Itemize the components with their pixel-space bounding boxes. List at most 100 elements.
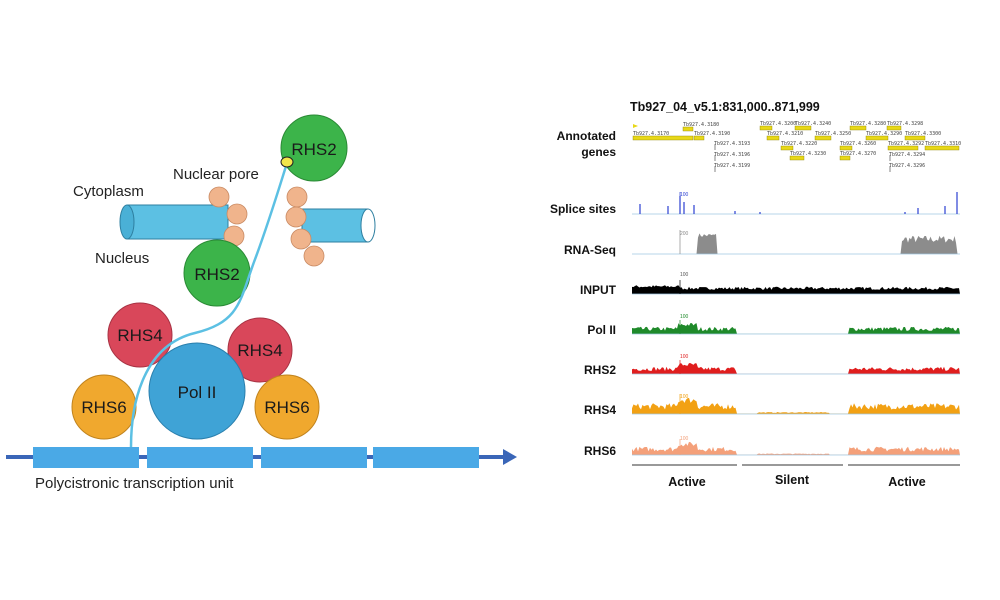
gene-feature[interactable]: Tb927.4.3193 — [714, 141, 750, 150]
nuclear-envelope-right — [301, 208, 376, 243]
gene-label: Tb927.4.3220 — [781, 141, 817, 147]
scale-label-rhs4: 100 — [680, 394, 689, 400]
gene-label: Tb927.4.3196 — [714, 152, 750, 158]
rhs4-right-circle — [227, 317, 293, 383]
dna-arrowhead — [503, 449, 517, 465]
input-track — [632, 280, 960, 295]
track-label-splice: Splice sites — [550, 202, 616, 216]
input-signal — [632, 285, 960, 294]
ptu-label: Polycistronic transcription unit — [35, 475, 234, 492]
gene-label: Tb927.4.3170 — [633, 131, 669, 137]
rhs2-signal — [632, 363, 960, 374]
pol2-label: Pol II — [178, 383, 217, 402]
rhs6-right-circle — [254, 374, 320, 440]
model-diagram: Polycistronic transcription unit Cytopla… — [6, 114, 517, 492]
region-label-active-right: Active — [888, 475, 926, 489]
rhs4-signal — [632, 397, 960, 414]
gene-feature[interactable]: Tb927.4.3170 — [632, 131, 694, 141]
gene-feature[interactable]: Tb927.4.3190 — [693, 131, 730, 141]
gene-feature[interactable]: Tb927.4.3199 — [714, 163, 750, 172]
gene-label: Tb927.4.3240 — [795, 121, 831, 127]
nuclear-pore-marker — [280, 156, 294, 168]
gene-feature[interactable]: Tb927.4.3296 — [889, 163, 925, 172]
gene-feature[interactable]: Tb927.4.3196 — [714, 152, 750, 161]
track-label-rhs6: RHS6 — [584, 444, 616, 458]
cytoplasm-label: Cytoplasm — [73, 183, 144, 200]
gene-block — [261, 447, 367, 468]
rhs6-left-label: RHS6 — [81, 398, 126, 417]
gene-feature[interactable]: Tb927.4.3290 — [865, 131, 902, 141]
gene-feature[interactable]: Tb927.4.3240 — [794, 121, 831, 131]
rhs2-track — [632, 360, 960, 375]
gene-label: Tb927.4.3296 — [889, 163, 925, 169]
gene-feature[interactable]: Tb927.4.3180 — [682, 122, 719, 132]
rhs6-track — [632, 439, 960, 456]
rhs6-right-label: RHS6 — [264, 398, 309, 417]
scale-label-rnaseq: 200 — [680, 231, 689, 237]
rhs4-right-label: RHS4 — [237, 341, 282, 360]
nucleus-label: Nucleus — [95, 250, 149, 267]
gene-feature[interactable]: Tb927.4.3298 — [886, 121, 923, 131]
gene-label: Tb927.4.3292 — [888, 141, 924, 147]
gene-label: Tb927.4.3294 — [889, 152, 925, 158]
gene-label: Tb927.4.3250 — [815, 131, 851, 137]
browser-title: Tb927_04_v5.1:831,000..871,999 — [630, 100, 820, 114]
track-label-input: INPUT — [580, 283, 617, 297]
scale-label-splice: 100 — [680, 192, 689, 198]
gene-feature[interactable]: Tb927.4.3220 — [780, 141, 817, 151]
gene-label: Tb927.4.3270 — [840, 151, 876, 157]
track-label-rhs4: RHS4 — [584, 403, 616, 417]
gene-feature[interactable]: Tb927.4.3292 — [887, 141, 924, 151]
rnaseq-track — [632, 230, 960, 255]
scale-label-rhs6: 100 — [680, 436, 689, 442]
gene-feature[interactable]: Tb927.4.3300 — [904, 131, 941, 141]
rhs2-mid-label: RHS2 — [194, 265, 239, 284]
track-label-pol2: Pol II — [587, 323, 616, 337]
splice-sites-track — [632, 192, 960, 215]
rhs4-track — [632, 394, 960, 415]
gene-label: Tb927.4.3298 — [887, 121, 923, 127]
gene-block — [33, 447, 139, 468]
scale-label-pol2: 100 — [680, 314, 689, 320]
track-label-rnaseq: RNA-Seq — [564, 243, 616, 257]
nuclear-envelope-left — [119, 204, 229, 240]
nuclear-pore-label: Nuclear pore — [173, 166, 259, 183]
gene-feature[interactable]: Tb927.4.3270 — [839, 151, 876, 161]
nuclear-pore-beads — [208, 186, 325, 267]
track-label-genes-line2: genes — [581, 145, 616, 159]
rhs6-left-circle — [71, 374, 137, 440]
gene-feature[interactable]: Tb927.4.3210 — [766, 131, 803, 141]
gene-label: Tb927.4.3260 — [840, 141, 876, 147]
rnaseq-signal — [632, 233, 960, 254]
genome-browser: Tb927_04_v5.1:831,000..871,999 Annotated… — [550, 100, 961, 489]
rhs6-signal — [632, 441, 960, 455]
mrna-strand — [129, 162, 289, 448]
rhs4-left-circle — [107, 302, 173, 368]
gene-label: Tb927.4.3300 — [905, 131, 941, 137]
gene-label: Tb927.4.3193 — [714, 141, 750, 147]
track-label-genes-line1: Annotated — [557, 129, 616, 143]
gene-feature[interactable]: Tb927.4.3294 — [889, 152, 925, 161]
gene-block — [373, 447, 479, 468]
gene-feature[interactable]: Tb927.4.3280 — [849, 121, 886, 131]
gene-label: Tb927.4.3230 — [790, 151, 826, 157]
gene-feature[interactable]: Tb927.4.3260 — [839, 141, 876, 151]
rhs2-top-label: RHS2 — [291, 140, 336, 159]
scale-label-input: 100 — [680, 272, 689, 278]
pol2-circle — [148, 342, 246, 440]
rhs4-left-label: RHS4 — [117, 326, 162, 345]
gene-label: Tb927.4.3280 — [850, 121, 886, 127]
gene-feature[interactable]: Tb927.4.3250 — [814, 131, 851, 141]
track-label-rhs2: RHS2 — [584, 363, 616, 377]
gene-label: Tb927.4.3210 — [767, 131, 803, 137]
gene-label: Tb927.4.3290 — [866, 131, 902, 137]
rhs2-top-circle — [280, 114, 348, 182]
scale-label-rhs2: 100 — [680, 354, 689, 360]
gene-label: Tb927.4.3200 — [760, 121, 796, 127]
gene-label: Tb927.4.3180 — [683, 122, 719, 128]
gene-feature[interactable]: Tb927.4.3230 — [789, 151, 826, 161]
gene-block — [147, 447, 253, 468]
gene-feature[interactable]: Tb927.4.3200 — [759, 121, 796, 131]
gene-feature[interactable]: Tb927.4.3310 — [924, 141, 961, 151]
